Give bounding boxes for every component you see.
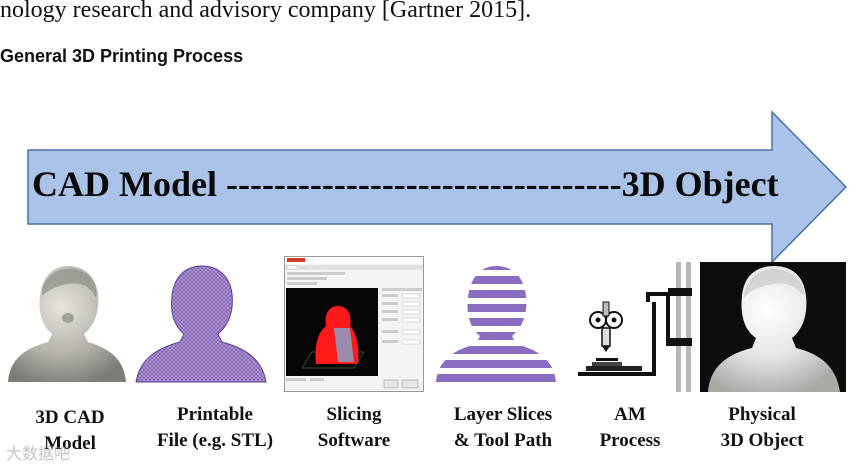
physical-object-photo xyxy=(700,262,846,392)
watermark-text: 大数据吧 xyxy=(6,444,71,463)
stage-caption-layer-slices: Layer Slices & Tool Path xyxy=(436,402,570,454)
caption-line: & Tool Path xyxy=(453,430,553,451)
process-arrow xyxy=(27,110,848,264)
layer-slices-bust-image xyxy=(436,266,556,382)
cad-model-bust-image xyxy=(8,266,126,382)
caption-line: Software xyxy=(317,430,391,451)
caption-line: Physical xyxy=(728,404,796,425)
caption-line: Printable xyxy=(177,404,253,425)
stage-caption-cad-model: 3D CAD Model xyxy=(10,405,130,457)
caption-line: Layer Slices xyxy=(453,404,553,425)
caption-line: File (e.g. STL) xyxy=(156,430,274,451)
caption-line: Model xyxy=(44,433,96,454)
caption-line: 3D Object xyxy=(720,430,804,451)
caption-line: 3D CAD xyxy=(35,407,105,428)
stl-mesh-bust-image xyxy=(135,265,267,383)
caption-line: Process xyxy=(599,430,661,451)
stage-caption-slicing-software: Slicing Software xyxy=(294,402,414,454)
caption-line: Slicing xyxy=(326,404,382,425)
am-process-printer-diagram xyxy=(578,262,692,392)
slicing-software-screenshot xyxy=(284,256,424,392)
stage-caption-physical-object: Physical 3D Object xyxy=(700,402,824,454)
paper-text-fragment: nology research and advisory company [Ga… xyxy=(0,0,532,23)
stage-caption-printable-file: Printable File (e.g. STL) xyxy=(140,402,290,454)
stage-caption-am-process: AM Process xyxy=(580,402,680,454)
figure-heading: General 3D Printing Process xyxy=(0,46,244,66)
caption-line: AM xyxy=(614,404,646,425)
arrow-label: CAD Model ------------------------------… xyxy=(32,164,779,204)
